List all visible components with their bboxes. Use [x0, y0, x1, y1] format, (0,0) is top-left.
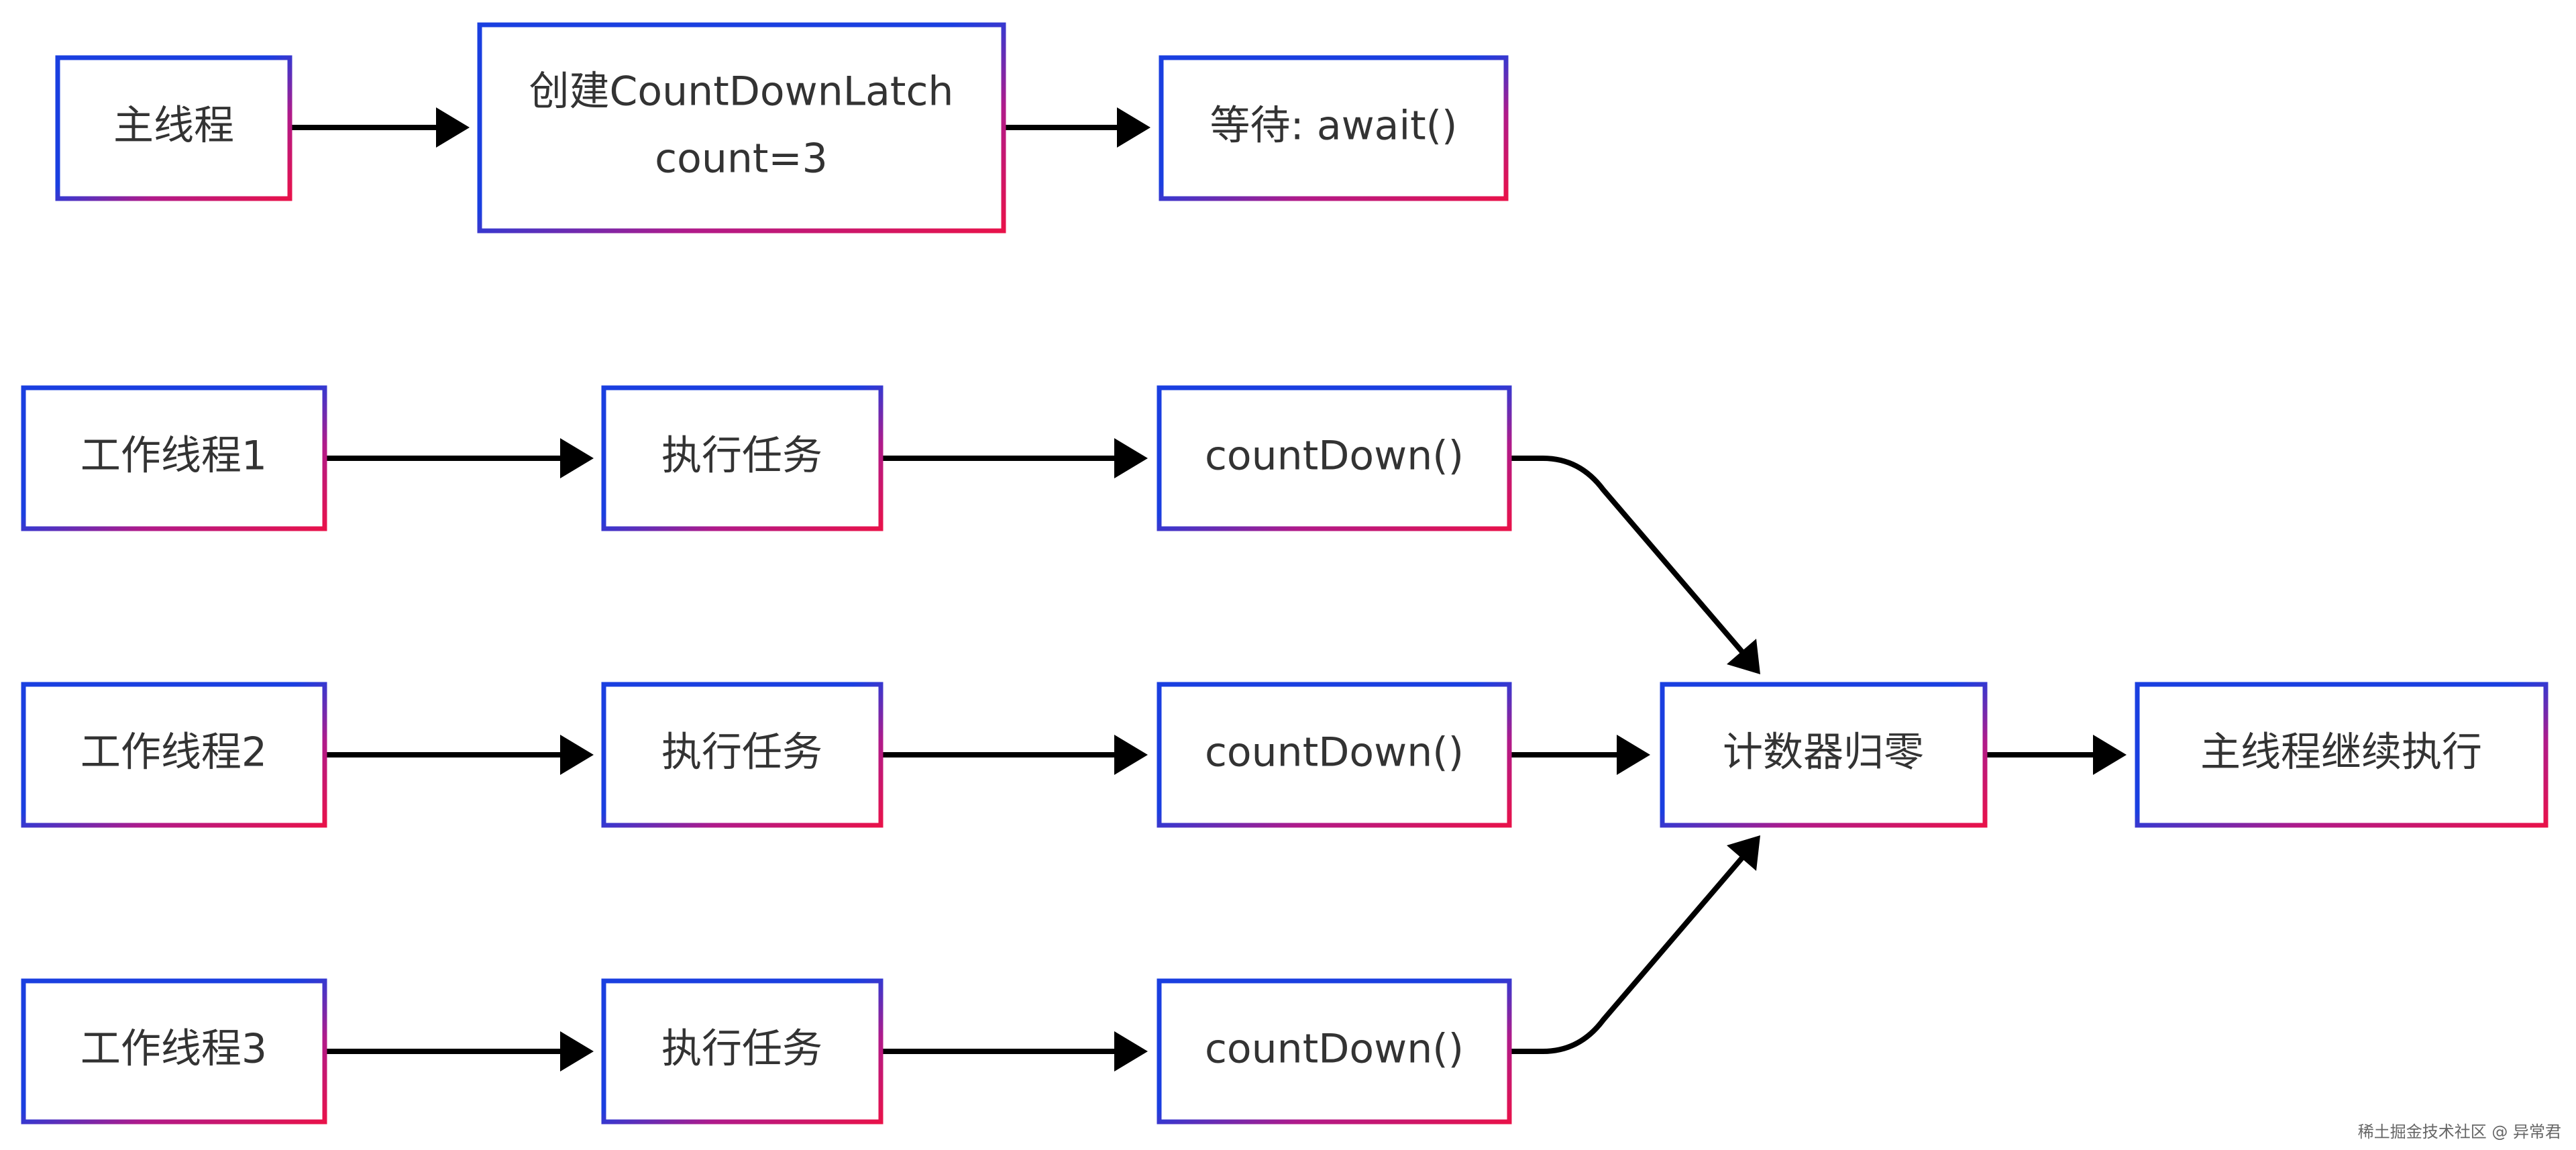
node-countdown-3: countDown()	[1157, 978, 1512, 1125]
node-await-label: 等待: await()	[1210, 103, 1458, 150]
node-task-2-label: 执行任务	[661, 729, 822, 776]
node-main-continue-label: 主线程继续执行	[2200, 729, 2482, 776]
node-worker-2: 工作线程2	[21, 682, 327, 828]
edge-countdown3-to-zero	[1509, 853, 1747, 1054]
watermark: 稀土掘金技术社区 @ 异常君	[2357, 1122, 2561, 1141]
node-task-3-label: 执行任务	[661, 1026, 822, 1073]
arrowhead	[1114, 1031, 1148, 1071]
nodes: 主线程 创建CountDownLatch count=3 等待: await()…	[21, 22, 2548, 1125]
arrowhead	[560, 1031, 594, 1071]
node-worker-1-label: 工作线程1	[80, 433, 267, 480]
node-worker-2-label: 工作线程2	[80, 729, 267, 776]
arrowhead	[1114, 438, 1148, 478]
edges	[290, 107, 2127, 1071]
node-task-1-label: 执行任务	[661, 433, 822, 480]
node-create-latch-label-line1: 创建CountDownLatch	[529, 68, 954, 115]
node-worker-1: 工作线程1	[21, 385, 327, 531]
node-countdown-1: countDown()	[1157, 385, 1512, 531]
arrowhead	[1727, 835, 1760, 871]
node-main-continue: 主线程继续执行	[2135, 682, 2548, 828]
node-worker-3: 工作线程3	[21, 978, 327, 1125]
node-worker-3-label: 工作线程3	[80, 1026, 267, 1073]
arrowhead	[1117, 107, 1150, 148]
arrowhead	[1617, 735, 1650, 775]
node-task-3: 执行任务	[601, 978, 883, 1125]
node-countdown-1-label: countDown()	[1205, 433, 1464, 480]
node-await: 等待: await()	[1159, 55, 1509, 201]
node-create-latch-label-line2: count=3	[655, 136, 828, 182]
edge-countdown1-to-zero	[1509, 456, 1747, 656]
node-main-thread-label: 主线程	[113, 103, 234, 150]
arrowhead	[1727, 639, 1760, 674]
arrowhead	[2093, 735, 2127, 775]
node-main-thread: 主线程	[55, 55, 292, 201]
node-create-latch: 创建CountDownLatch count=3	[477, 22, 1006, 233]
arrowhead	[560, 438, 594, 478]
node-countdown-2: countDown()	[1157, 682, 1512, 828]
node-counter-zero: 计数器归零	[1660, 682, 1988, 828]
node-countdown-2-label: countDown()	[1205, 729, 1464, 776]
arrowhead	[1114, 735, 1148, 775]
node-counter-zero-label: 计数器归零	[1723, 729, 1924, 776]
node-countdown-3-label: countDown()	[1205, 1026, 1464, 1073]
arrowhead	[436, 107, 470, 148]
node-task-1: 执行任务	[601, 385, 883, 531]
node-task-2: 执行任务	[601, 682, 883, 828]
arrowhead	[560, 735, 594, 775]
